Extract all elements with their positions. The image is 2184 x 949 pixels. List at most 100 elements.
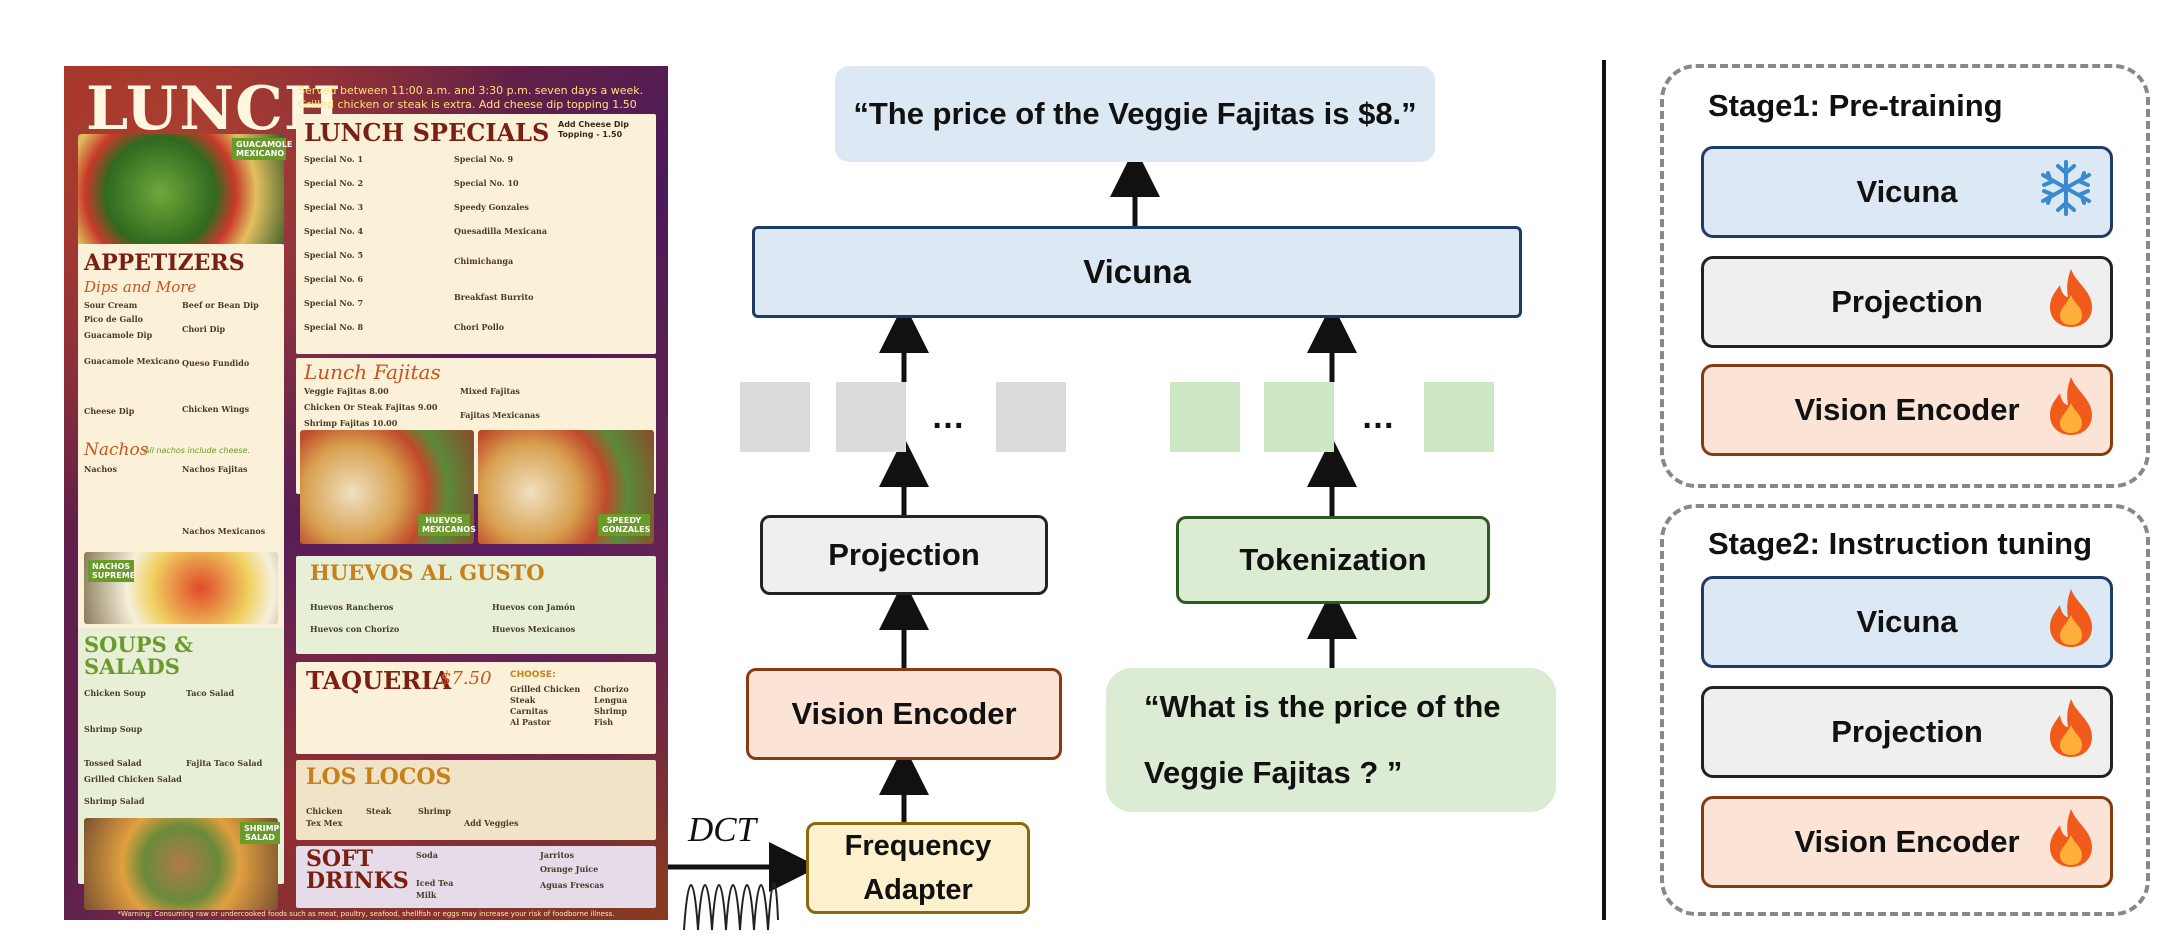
- module-label: Vision Encoder: [1794, 824, 2020, 859]
- list-item: Aguas Frescas: [540, 880, 604, 890]
- list-item: Tossed Salad: [84, 758, 142, 768]
- list-item: Sour Cream: [84, 300, 138, 310]
- list-item: Nachos: [84, 464, 118, 474]
- menu-serving-note: Served between 11:00 a.m. and 3:30 p.m. …: [298, 84, 644, 111]
- module-label: Vision Encoder: [1794, 392, 2020, 427]
- fire-icon: [2046, 375, 2096, 445]
- list-item: Carnitas: [510, 706, 549, 716]
- nachos-tag: NACHOS SUPREME: [88, 560, 135, 582]
- stage2-vicuna: Vicuna: [1701, 576, 2113, 668]
- taqueria-title: TAQUERIA: [306, 666, 452, 695]
- fire-icon: [2046, 807, 2096, 877]
- list-item: Speedy Gonzales: [454, 202, 529, 212]
- specials-left-list: Special No. 1 Special No. 2 Special No. …: [304, 154, 454, 346]
- list-item: Special No. 4: [304, 226, 364, 236]
- menu-image: LUNCH Served between 11:00 a.m. and 3:30…: [64, 66, 668, 920]
- list-item: Soda: [416, 850, 438, 860]
- question-line1: “What is the price of the: [1144, 689, 1501, 724]
- text-token: [1170, 382, 1240, 452]
- list-item: Add Veggies: [464, 818, 519, 828]
- list-item: Veggie Fajitas 8.00: [304, 386, 389, 396]
- list-item: Grilled Chicken: [510, 684, 581, 694]
- appetizers-subtitle: Dips and More: [84, 278, 197, 296]
- list-item: Shrimp: [594, 706, 627, 716]
- soft-drinks-title: SOFT DRINKS: [306, 846, 409, 894]
- list-item: Chicken Soup: [84, 688, 146, 698]
- list-item: Pico de Gallo: [84, 314, 143, 324]
- question-bubble: “What is the price of the Veggie Fajitas…: [1106, 668, 1556, 812]
- nachos-title: Nachos: [84, 440, 149, 460]
- visual-token: [996, 382, 1066, 452]
- text-token: [1264, 382, 1334, 452]
- module-label: Projection: [1831, 714, 1983, 749]
- shrimp-tag: SHRIMP SALAD: [240, 822, 280, 844]
- list-item: Lengua: [594, 695, 628, 705]
- list-item: Fajitas Mexicanas: [460, 410, 540, 420]
- list-item: Chorizo: [594, 684, 629, 694]
- list-item: Special No. 7: [304, 298, 364, 308]
- list-item: Chicken Wings: [182, 404, 250, 414]
- list-item: Special No. 5: [304, 250, 364, 260]
- list-item: Huevos Rancheros: [310, 602, 394, 612]
- list-item: Cheese Dip: [84, 406, 135, 416]
- soups-title: SOUPS & SALADS: [84, 632, 193, 679]
- list-item: Huevos con Chorizo: [310, 624, 400, 634]
- fire-icon: [2046, 267, 2096, 337]
- snowflake-icon: [2036, 158, 2096, 226]
- list-item: Special No. 9: [454, 154, 514, 164]
- divider-line: [1602, 60, 1606, 920]
- list-item: Chori Pollo: [454, 322, 505, 332]
- list-item: Jarritos: [540, 850, 574, 860]
- list-item: Special No. 6: [304, 274, 364, 284]
- taqueria-price: $7.50: [440, 668, 492, 689]
- list-item: Milk: [416, 890, 437, 900]
- huevos-title: HUEVOS AL GUSTO: [310, 560, 545, 585]
- frequency-adapter-line2: Adapter: [863, 874, 973, 906]
- projection-block: Projection: [760, 515, 1048, 595]
- list-item: Shrimp: [418, 806, 451, 816]
- visual-token: [740, 382, 810, 452]
- taqueria-panel: TAQUERIA $7.50 CHOOSE: Grilled Chicken S…: [296, 662, 656, 754]
- list-item: Orange Juice: [540, 864, 599, 874]
- list-item: Nachos Mexicanos: [182, 526, 266, 536]
- stage1-projection: Projection: [1701, 256, 2113, 348]
- stage2-panel: Stage2: Instruction tuning: [1660, 504, 2150, 916]
- stage2-vision-encoder: Vision Encoder: [1701, 796, 2113, 888]
- frequency-adapter-block: Frequency Adapter: [806, 822, 1030, 914]
- guacamole-tag: GUACAMOLE MEXICANO: [232, 138, 292, 160]
- stage1-panel: Stage1: Pre-training: [1660, 64, 2150, 488]
- stage1-vision-encoder: Vision Encoder: [1701, 364, 2113, 456]
- list-item: Chimichanga: [454, 256, 514, 266]
- vicuna-llm-block: Vicuna: [752, 226, 1522, 318]
- list-item: Fajita Taco Salad: [186, 758, 263, 768]
- list-item: Iced Tea: [416, 878, 454, 888]
- module-label: Vicuna: [1856, 174, 1958, 209]
- list-item: Guacamole Dip: [84, 330, 153, 340]
- list-item: Huevos Mexicanos: [492, 624, 576, 634]
- text-token-ellipsis: …: [1361, 397, 1395, 436]
- list-item: Chicken: [306, 806, 343, 816]
- list-item: Steak: [366, 806, 392, 816]
- soft-drinks-panel: SOFT DRINKS Soda Iced Tea Milk Jarritos …: [296, 846, 656, 908]
- nachos-note: All nachos include cheese.: [144, 446, 250, 455]
- list-item: Nachos Fajitas: [182, 464, 248, 474]
- list-item: Shrimp Soup: [84, 724, 143, 734]
- list-item: Special No. 8: [304, 322, 364, 332]
- list-item: Mixed Fajitas: [460, 386, 520, 396]
- fire-icon: [2046, 697, 2096, 767]
- list-item: Special No. 10: [454, 178, 519, 188]
- list-item: Chicken Or Steak Fajitas 9.00: [304, 402, 438, 412]
- appetizers-title: APPETIZERS: [84, 250, 245, 276]
- los-locos-panel: LOS LOCOS Chicken Steak Shrimp Tex Mex A…: [296, 760, 656, 840]
- los-locos-title: LOS LOCOS: [306, 764, 452, 790]
- visual-token: [836, 382, 906, 452]
- model-output: “The price of the Veggie Fajitas is $8.”: [835, 66, 1435, 162]
- list-item: Beef or Bean Dip: [182, 300, 259, 310]
- stage2-title: Stage2: Instruction tuning: [1708, 526, 2093, 561]
- list-item: Special No. 1: [304, 154, 364, 164]
- list-item: Queso Fundido: [182, 358, 250, 368]
- dct-label: DCT: [688, 810, 757, 849]
- list-item: Steak: [510, 695, 536, 705]
- list-item: Fish: [594, 717, 614, 727]
- lunch-specials-title: LUNCH SPECIALS: [304, 118, 550, 147]
